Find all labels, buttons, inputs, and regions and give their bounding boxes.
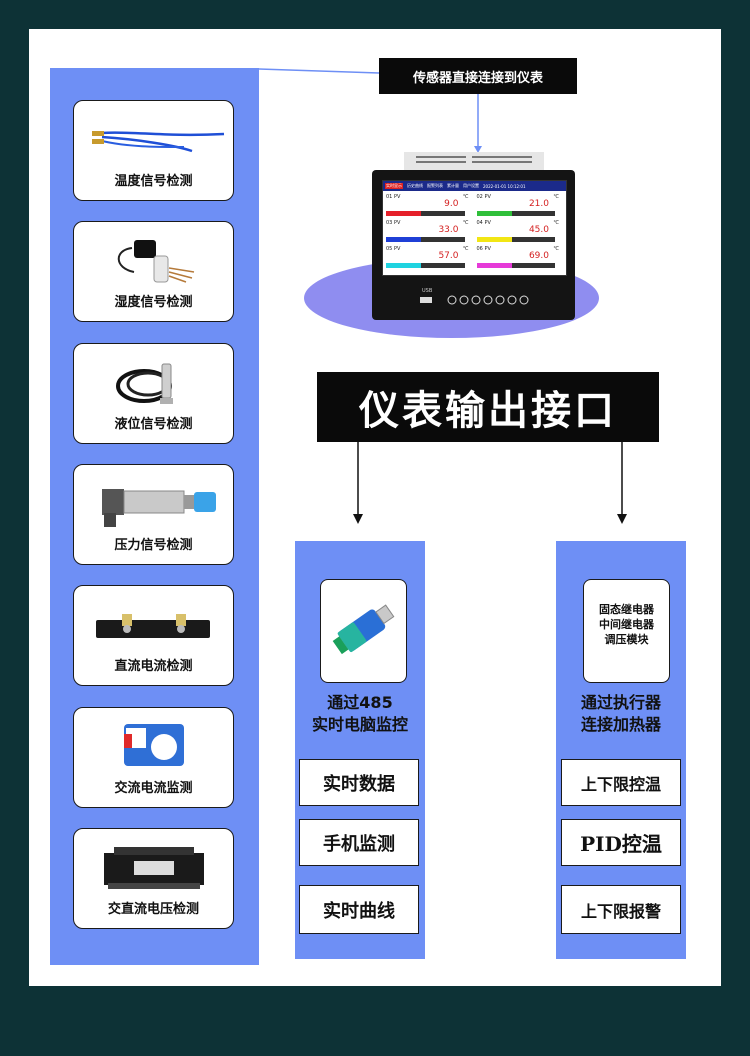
channel-bar-fill: [476, 263, 512, 268]
sensor-label: 交直流电压检测: [107, 902, 199, 917]
channel-cell: 02 PV ℃ 21.0: [476, 194, 564, 218]
voltage-transducer-icon: [74, 835, 233, 897]
channel-value: 69.0: [528, 251, 549, 261]
relay-list: 固态继电器 中间继电器 调压模块: [584, 602, 669, 647]
sensor-label: 湿度信号检测: [114, 295, 193, 310]
sensor-card-dc-current[interactable]: 直流电流检测: [73, 585, 234, 686]
channel-unit: ℃: [553, 246, 559, 252]
channel-unit: ℃: [462, 246, 469, 252]
usb-485-card[interactable]: [320, 579, 407, 683]
channel-bar-fill: [386, 211, 422, 216]
channel-value: 21.0: [528, 199, 549, 209]
pid-temp-control-button[interactable]: PID控温: [561, 819, 681, 866]
sensor-card-temperature[interactable]: 温度信号检测: [73, 100, 234, 201]
usb-485-converter-icon: [332, 604, 395, 655]
channel-bar: [476, 263, 555, 268]
channel-bar: [386, 237, 465, 242]
sensor-label: 交流电流监测: [114, 781, 193, 796]
channel-bar: [386, 211, 465, 216]
limit-temp-control-button[interactable]: 上下限控温: [561, 759, 681, 806]
channel-id: 01 PV: [386, 194, 401, 200]
channel-value: 33.0: [438, 225, 459, 235]
channel-unit: ℃: [462, 194, 469, 200]
sensor-card-ac-current[interactable]: 交流电流监测: [73, 707, 234, 808]
device-keypad[interactable]: [420, 295, 530, 305]
channel-id: 02 PV: [476, 194, 491, 200]
screen-menu-item[interactable]: 报警列表: [427, 183, 443, 188]
channel-id: 04 PV: [476, 220, 491, 226]
channel-unit: ℃: [553, 220, 559, 226]
limit-alarm-button[interactable]: 上下限报警: [561, 885, 681, 934]
mobile-monitor-button[interactable]: 手机监测: [299, 819, 419, 866]
realtime-data-button[interactable]: 实时数据: [299, 759, 419, 806]
channel-value: 9.0: [444, 199, 459, 209]
channel-unit: ℃: [553, 194, 559, 200]
channel-bar-fill: [476, 237, 512, 242]
heater-control-line1: 通过执行器: [580, 693, 661, 712]
sensor-connect-banner: 传感器直接连接到仪表: [379, 58, 577, 94]
channel-value: 57.0: [438, 251, 459, 261]
shunt-resistor-icon: [74, 592, 233, 654]
channel-id: 06 PV: [476, 246, 491, 252]
channel-id: 03 PV: [386, 220, 401, 226]
channel-value: 45.0: [528, 225, 549, 235]
pc-monitor-line2: 实时电脑监控: [311, 715, 408, 734]
screen-menu-item[interactable]: 实时显示: [385, 183, 403, 189]
channel-bar: [476, 211, 555, 216]
pressure-transmitter-icon: [74, 471, 233, 533]
channel-id: 05 PV: [386, 246, 401, 252]
relay-item: 中间继电器: [599, 618, 654, 631]
channel-cell: 06 PV ℃ 69.0: [476, 246, 564, 270]
sensor-card-pressure[interactable]: 压力信号检测: [73, 464, 234, 565]
channel-bar: [476, 237, 555, 242]
channel-cell: 04 PV ℃ 45.0: [476, 220, 564, 244]
screen-menu-bar: 实时显示 历史曲线 报警列表 累计量 用户设置 2022-01-01 10:12…: [383, 181, 566, 191]
channel-bar-fill: [476, 211, 512, 216]
channel-unit: ℃: [462, 220, 469, 226]
pc-monitor-text: 通过485 实时电脑监控: [295, 692, 425, 736]
channel-bar-fill: [386, 237, 422, 242]
usb-label: USB: [422, 288, 433, 294]
channel-bar-fill: [386, 263, 422, 268]
relay-card[interactable]: 固态继电器 中间继电器 调压模块: [583, 579, 670, 683]
sensor-label: 直流电流检测: [114, 659, 193, 674]
recorder-device: 实时显示 历史曲线 报警列表 累计量 用户设置 2022-01-01 10:12…: [372, 152, 575, 320]
screen-menu-item[interactable]: 累计量: [447, 183, 459, 188]
current-transformer-icon: [74, 714, 233, 776]
device-screen: 实时显示 历史曲线 报警列表 累计量 用户设置 2022-01-01 10:12…: [382, 180, 567, 276]
screen-clock: 2022-01-01 10:12:01: [483, 183, 526, 189]
heater-control-line2: 连接加热器: [580, 715, 661, 734]
thermocouple-probe-icon: [74, 107, 233, 169]
screen-menu-item[interactable]: 用户设置: [463, 183, 479, 188]
humidity-sensor-icon: [74, 228, 233, 290]
sensor-card-voltage[interactable]: 交直流电压检测: [73, 828, 234, 929]
sensor-card-humidity[interactable]: 湿度信号检测: [73, 221, 234, 322]
level-probe-icon: [74, 350, 233, 412]
sensor-label: 温度信号检测: [114, 174, 193, 189]
sensor-label: 液位信号检测: [114, 417, 193, 432]
screen-menu-item[interactable]: 历史曲线: [407, 183, 423, 188]
sensor-card-level[interactable]: 液位信号检测: [73, 343, 234, 444]
heater-control-text: 通过执行器 连接加热器: [556, 692, 686, 736]
relay-item: 固态继电器: [599, 603, 654, 616]
sensor-label: 压力信号检测: [114, 538, 193, 553]
relay-item: 调压模块: [604, 633, 649, 646]
channel-bar: [386, 263, 465, 268]
pc-monitor-line1: 通过485: [327, 693, 393, 712]
realtime-curve-button[interactable]: 实时曲线: [299, 885, 419, 934]
output-interface-title: 仪表输出接口: [317, 372, 659, 442]
